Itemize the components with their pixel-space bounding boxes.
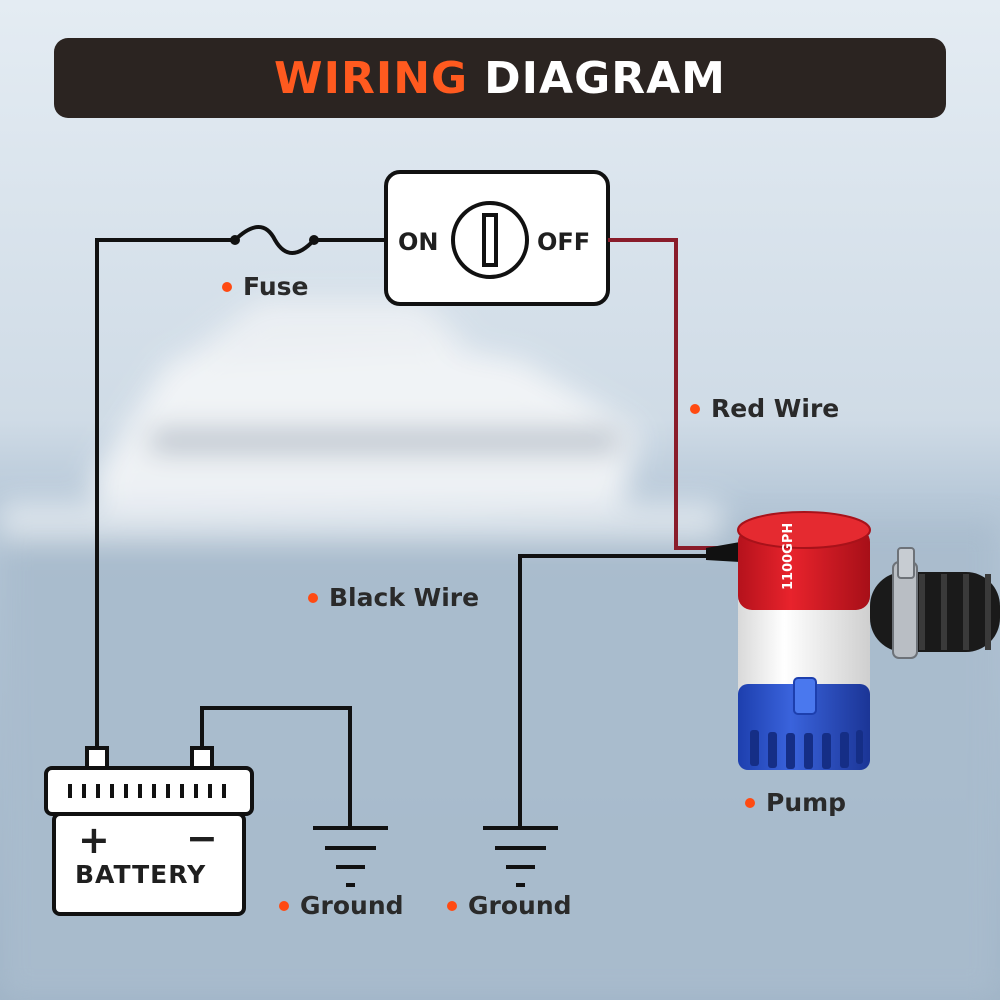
ground-label-battery: Ground [279,891,404,920]
title-word-diagram: DIAGRAM [484,52,726,104]
pump-label: Pump [745,788,846,817]
black-wire-pump-ground [518,554,718,828]
bullet-dot [745,797,755,808]
black-wire-positive [95,238,235,748]
ground-icon [483,826,558,887]
pump-label-text: Pump [766,788,847,817]
black-wire-label: Black Wire [308,583,479,612]
bullet-dot [222,281,232,292]
bullet-dot [308,592,318,603]
ground-label-battery-text: Ground [300,891,404,920]
fuse-label: Fuse [222,272,308,301]
title-banner: WIRING DIAGRAM [54,38,946,118]
pump-icon: 1100GPH [706,511,871,770]
fuse-icon [230,225,319,255]
ground-label-pump-text: Ground [468,891,572,920]
bullet-dot [447,900,457,911]
black-wire-label-text: Black Wire [329,583,480,612]
bullet-dot [690,403,700,414]
fuse-label-text: Fuse [243,272,309,301]
title-word-wiring: WIRING [274,52,469,104]
red-wire [608,238,718,550]
pump-cap-text: 1100GPH [781,523,796,590]
switch-on-label: ON [398,228,439,256]
red-wire-label: Red Wire [690,394,839,423]
battery-label: BATTERY [75,860,207,889]
ground-label-pump: Ground [447,891,572,920]
red-wire-label-text: Red Wire [711,394,840,423]
battery-plus-sign: + [78,818,111,862]
battery-icon [44,746,254,916]
black-wire-negative [200,706,352,828]
hose-icon [870,547,1000,659]
ground-icon [313,826,388,887]
bullet-dot [279,900,289,911]
battery-minus-sign: − [186,816,219,860]
switch-off-label: OFF [537,228,591,256]
